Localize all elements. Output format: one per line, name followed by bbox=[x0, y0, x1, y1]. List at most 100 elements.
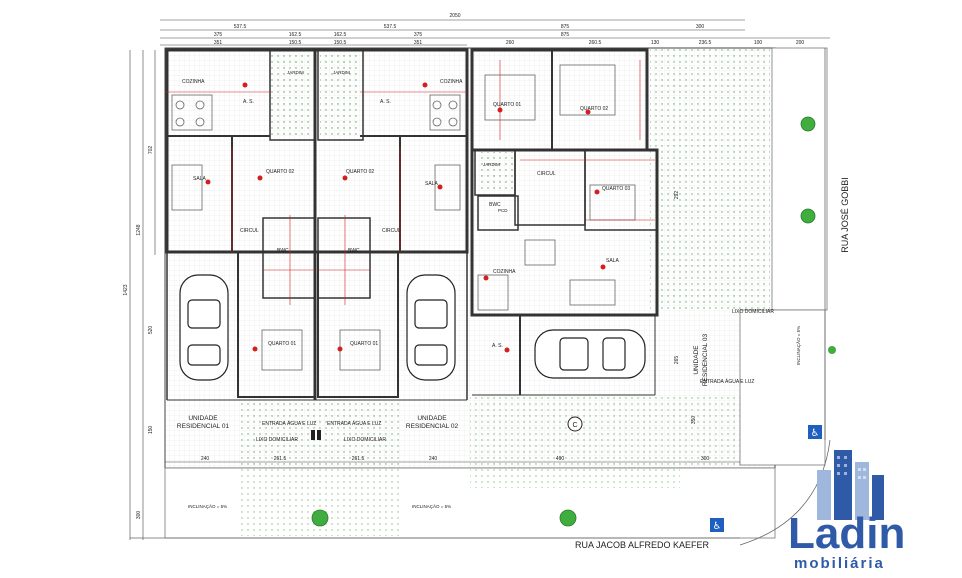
dim-bottom: 240 bbox=[429, 456, 438, 462]
dim-left: 520 bbox=[148, 326, 154, 335]
dim-top3: 351 bbox=[214, 40, 223, 46]
room-label: QUARTO 01 bbox=[350, 341, 378, 347]
room-label: QUARTO 02 bbox=[580, 106, 608, 112]
room-label: CIRCUL bbox=[240, 228, 259, 234]
room-label: QUARTO 03 bbox=[602, 186, 630, 192]
unit-03-label: UNIDADE bbox=[693, 345, 700, 375]
unit-03-label: RESIDENCIAL 03 bbox=[702, 334, 709, 387]
room-label: A. S. bbox=[492, 343, 503, 349]
room-label: COZINHA bbox=[182, 79, 205, 85]
unit-02-label: RESIDENCIAL 02 bbox=[406, 423, 459, 430]
dim-top2: 162.5 bbox=[289, 32, 302, 38]
note-lixo: LIXO DOMICILIAR bbox=[256, 437, 298, 443]
dim-top3: 150.5 bbox=[334, 40, 347, 46]
dim-top2: 162.5 bbox=[334, 32, 347, 38]
note-entrada: ENTRADA ÁGUA E LUZ bbox=[327, 420, 381, 427]
room-label: A. S. bbox=[243, 99, 254, 105]
room-label: QUARTO 02 bbox=[266, 169, 294, 175]
room-label: BWC bbox=[489, 202, 501, 208]
ladin-logo: Ladin mobiliária bbox=[788, 450, 905, 572]
dim-top: 537.5 bbox=[384, 24, 397, 30]
unit-02-label: UNIDADE bbox=[417, 415, 447, 422]
dim-top: 300 bbox=[696, 24, 705, 30]
room-label: PCD bbox=[498, 208, 508, 213]
unit-01-label: RESIDENCIAL 01 bbox=[177, 423, 230, 430]
dim-right: 350 bbox=[691, 416, 697, 425]
dim-right: 292 bbox=[674, 191, 680, 200]
room-label: CIRCUL bbox=[382, 228, 401, 234]
room-label: SALA bbox=[606, 258, 619, 264]
street-east: RUA JOSÉ GOBBI bbox=[840, 177, 850, 253]
dim-top: 537.5 bbox=[234, 24, 247, 30]
note-lixo: LIXO DOMICILIAR bbox=[344, 437, 386, 443]
dim-top2: 236.5 bbox=[699, 40, 712, 46]
dim-top2: 260.5 bbox=[589, 40, 602, 46]
room-label: CIRCUL bbox=[537, 171, 556, 177]
dim-top2: 200 bbox=[796, 40, 805, 46]
dim-total: 2050 bbox=[449, 13, 460, 19]
note-lixo: LIXO DOMICILIAR bbox=[732, 309, 774, 315]
room-label: JARDIM bbox=[287, 70, 304, 75]
room-label: SALA bbox=[425, 181, 438, 187]
dim-top2: 875 bbox=[561, 32, 570, 38]
compass-icon: C bbox=[567, 416, 583, 432]
svg-text:♿: ♿ bbox=[713, 521, 722, 532]
room-label: COZINHA bbox=[440, 79, 463, 85]
accessible-icon: ♿ ♿ bbox=[710, 425, 822, 532]
dim-bottom: 300 bbox=[701, 456, 710, 462]
car-unit-03 bbox=[534, 329, 646, 379]
room-label: QUARTO 01 bbox=[493, 102, 521, 108]
dim-top2: 100 bbox=[754, 40, 763, 46]
dim-top2: 260 bbox=[506, 40, 515, 46]
dim-bottom: 490 bbox=[556, 456, 565, 462]
block-unit-03 bbox=[470, 48, 659, 396]
logo-name: Ladin bbox=[788, 509, 905, 558]
dim-left: 702 bbox=[148, 146, 154, 155]
building-icon bbox=[817, 450, 884, 520]
bin-markers bbox=[311, 430, 321, 440]
dim-left: 300 bbox=[136, 511, 142, 520]
dim-left: 1248 bbox=[136, 224, 142, 235]
dim-top2: 375 bbox=[214, 32, 223, 38]
room-label: A. S. bbox=[380, 99, 391, 105]
outer-dimensions bbox=[129, 19, 830, 540]
note-inclinacao: INCLINAÇÃO = 5% bbox=[795, 326, 801, 365]
street-south: RUA JACOB ALFREDO KAEFER bbox=[575, 540, 710, 550]
street-corner bbox=[739, 439, 831, 546]
dim-right: 265 bbox=[674, 356, 680, 365]
note-entrada: ENTRADA ÁGUA E LUZ bbox=[700, 378, 754, 385]
dim-top2: 375 bbox=[414, 32, 423, 38]
dim-bottom: 240 bbox=[201, 456, 210, 462]
note-inclinacao: INCLINAÇÃO = 5% bbox=[188, 503, 227, 509]
logo-sub: mobiliária bbox=[794, 555, 885, 572]
dim-top2: 130 bbox=[651, 40, 660, 46]
note-inclinacao: INCLINAÇÃO = 5% bbox=[412, 503, 451, 509]
room-label: JARDIM bbox=[483, 162, 500, 167]
dim-bottom: 261.5 bbox=[274, 456, 287, 462]
svg-text:♿: ♿ bbox=[811, 428, 820, 439]
dim-left: 150 bbox=[148, 426, 154, 435]
unit-01-label: UNIDADE bbox=[188, 415, 218, 422]
car-unit-01 bbox=[179, 274, 229, 381]
level-markers bbox=[205, 82, 606, 353]
room-label: QUARTO 02 bbox=[346, 169, 374, 175]
room-label: SALA bbox=[193, 176, 206, 182]
room-label: BWC bbox=[348, 248, 360, 254]
dim-top: 875 bbox=[561, 24, 570, 30]
svg-text:C: C bbox=[572, 422, 577, 429]
room-label: QUARTO 01 bbox=[268, 341, 296, 347]
block-units-01-02 bbox=[165, 48, 469, 401]
room-label: JARDIM bbox=[333, 70, 350, 75]
room-label: COZINHA bbox=[493, 269, 516, 275]
dimension-lines bbox=[165, 60, 655, 305]
room-label: BWC bbox=[277, 248, 289, 254]
dim-top3: 351 bbox=[414, 40, 423, 46]
dim-bottom: 261.5 bbox=[352, 456, 365, 462]
tree-icons bbox=[311, 116, 836, 527]
note-entrada: ENTRADA ÁGUA E LUZ bbox=[262, 420, 316, 427]
garden-east bbox=[650, 48, 770, 310]
car-unit-02 bbox=[406, 274, 456, 381]
dim-top3: 150.5 bbox=[289, 40, 302, 46]
dim-left: 1423 bbox=[123, 284, 129, 295]
